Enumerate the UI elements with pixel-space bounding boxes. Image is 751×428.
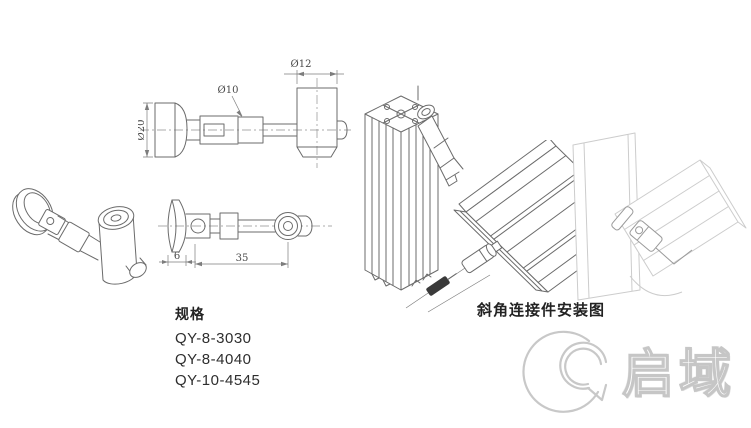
dim-d12: Ø12 [284,59,344,84]
dim-d12-label: Ø12 [291,59,312,70]
connector-cylinder [461,240,503,274]
side-view-drawing: Ø20 Ø10 Ø12 [138,59,351,168]
dim-d20: Ø20 [138,102,153,158]
flange-edge [167,199,187,253]
cylinder-body [296,87,348,158]
thin-shaft [237,219,276,233]
dim-flange-label: 6 [174,251,180,262]
stepped-shaft [186,115,239,145]
collar [219,212,239,240]
dim-d10-label: Ø10 [218,85,239,96]
spec-model: QY-10-4545 [175,372,261,389]
spec-model-list: QY-8-3030 QY-8-4040 QY-10-4545 [175,328,260,391]
dim-d10: Ø10 [218,85,243,117]
screw-assembly [405,240,503,313]
top-slot-pattern [382,104,420,124]
brand-watermark-text: 启域 [621,345,737,404]
clevis [38,209,66,235]
side-boss [336,120,348,140]
dim-d20-label: Ø20 [138,120,147,141]
dim-length-35: 35 [194,242,289,268]
install-caption: 斜角连接件安装图 [477,302,606,319]
flange-side [154,102,188,158]
threaded-screw [426,273,457,296]
install-faded-diagram [572,132,747,301]
spec-model: QY-8-4040 [175,351,252,368]
side-boss [125,257,147,278]
connector-joint [611,206,693,265]
socket-lines [655,247,693,265]
brand-logo-q-icon [522,330,608,413]
end-cap [297,215,313,237]
install-vertical-profile [364,85,464,291]
dim-length-label: 35 [236,253,249,264]
fork-end [439,157,464,187]
connector-on-column [417,104,464,187]
spec-title: 规格 [175,306,205,322]
extrusion-column [364,95,439,291]
spec-model: QY-8-3030 [175,330,252,347]
isometric-part-drawing [12,188,147,285]
collar [237,116,264,144]
dim-flange-6: 6 [159,251,196,266]
bottom-view-drawing: 6 35 [158,199,332,268]
clevis-yoke [185,213,211,239]
cylinder-body [97,206,147,285]
shaft [209,218,221,234]
thin-shaft [262,123,298,137]
shaft [47,215,101,261]
ring-eye [274,212,302,240]
